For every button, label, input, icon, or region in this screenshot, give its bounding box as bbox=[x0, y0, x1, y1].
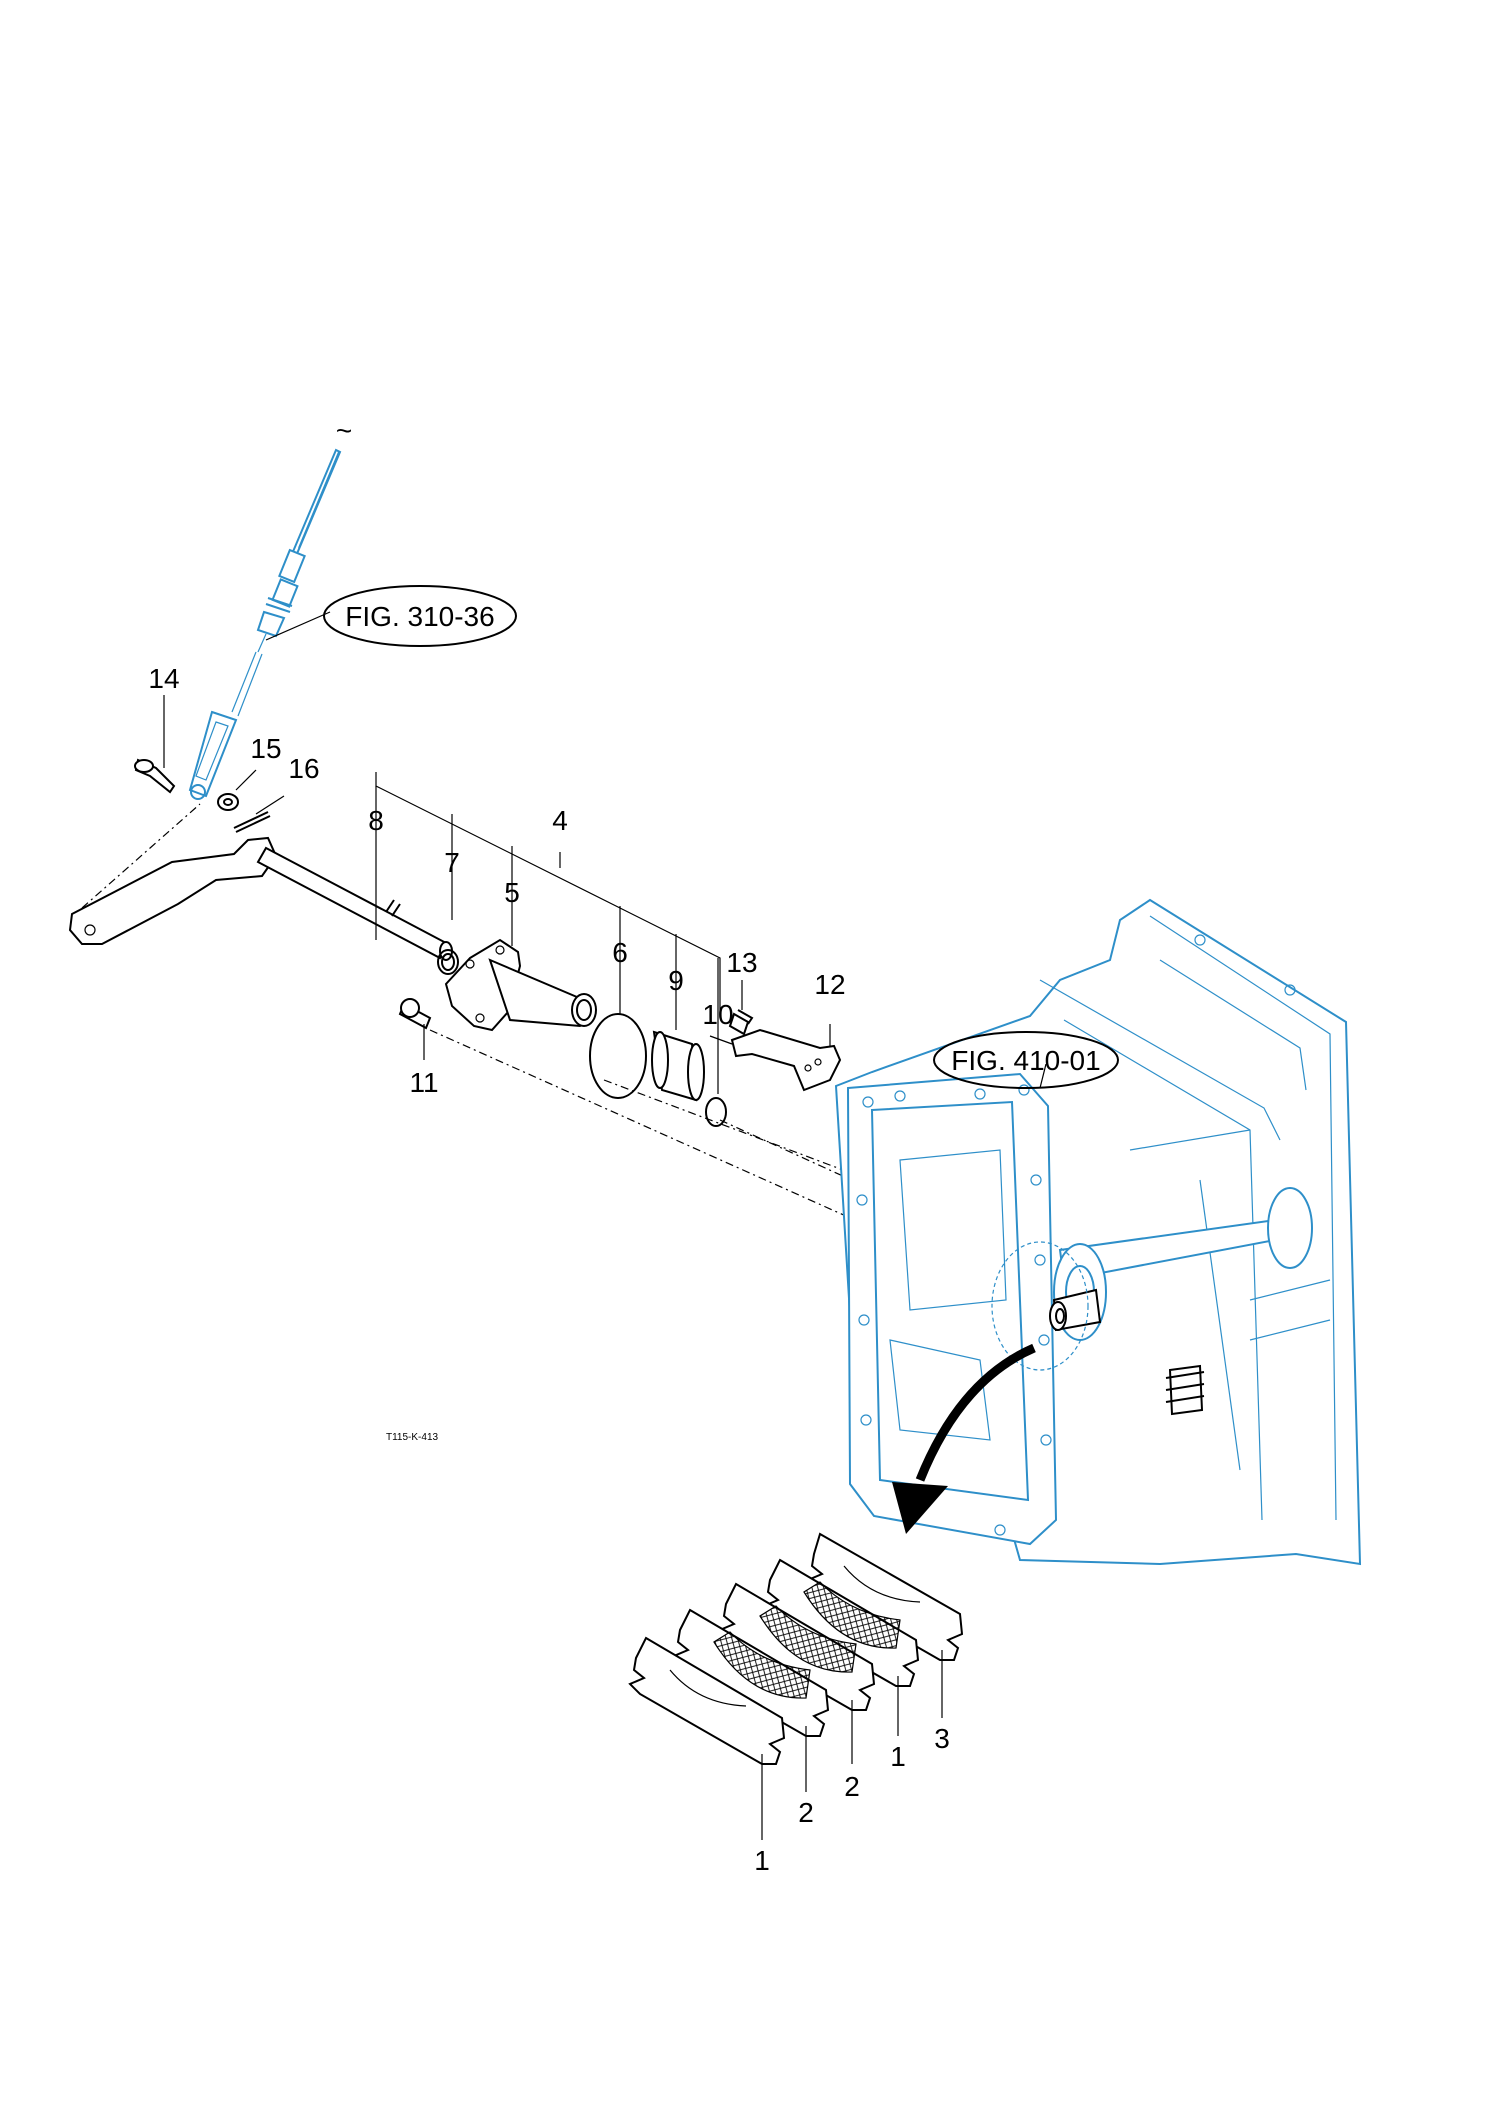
callout-15: 15 bbox=[250, 733, 281, 764]
detail-arrow bbox=[892, 1343, 1036, 1534]
callout-6: 6 bbox=[612, 937, 628, 968]
callout-2-upper: 2 bbox=[844, 1771, 860, 1802]
figure-ref-housing: FIG. 410-01 bbox=[933, 1031, 1119, 1089]
callout-14: 14 bbox=[148, 663, 179, 694]
callout-numbers: 14 15 16 8 4 7 5 6 9 13 10 12 11 3 1 2 2… bbox=[148, 663, 949, 1876]
separator-plate-2-upper bbox=[718, 1582, 876, 1711]
callout-1-lower: 1 bbox=[754, 1845, 770, 1876]
washer-15 bbox=[217, 769, 257, 811]
callout-1-upper: 1 bbox=[890, 1741, 906, 1772]
bearing-housing-5 bbox=[444, 938, 597, 1032]
figure-ref-housing-label: FIG. 410-01 bbox=[951, 1045, 1100, 1076]
callout-10: 10 bbox=[702, 999, 733, 1030]
callout-2-lower: 2 bbox=[798, 1797, 814, 1828]
figure-ref-cable-label: FIG. 310-36 bbox=[345, 601, 494, 632]
snap-ring-10 bbox=[705, 1097, 727, 1127]
o-ring-7 bbox=[437, 949, 459, 975]
clutch-lever bbox=[68, 803, 453, 961]
screw-13 bbox=[728, 1009, 754, 1036]
cable-tilde-glyph: ~ bbox=[336, 415, 352, 446]
callout-8: 8 bbox=[368, 805, 384, 836]
separator-plate-3 bbox=[806, 1532, 964, 1661]
drawing-code: T115-K-413 bbox=[386, 1432, 439, 1443]
pin-14 bbox=[134, 695, 176, 794]
leader-lines bbox=[375, 772, 943, 1840]
bushing-9 bbox=[651, 1030, 705, 1102]
figure-ref-cable: FIG. 310-36 bbox=[265, 585, 517, 647]
transmission-housing bbox=[834, 898, 1362, 1566]
callout-13: 13 bbox=[726, 947, 757, 978]
cotter-pin-16 bbox=[233, 795, 285, 833]
callout-5: 5 bbox=[504, 877, 520, 908]
bracket-12 bbox=[730, 1028, 842, 1092]
callout-3: 3 bbox=[934, 1723, 950, 1754]
o-ring-6 bbox=[589, 1013, 647, 1099]
callout-4: 4 bbox=[552, 805, 568, 836]
callout-16: 16 bbox=[288, 753, 319, 784]
callout-12: 12 bbox=[814, 969, 845, 1000]
bolt-11 bbox=[398, 998, 432, 1060]
friction-disc-1-upper bbox=[762, 1558, 920, 1687]
callout-11: 11 bbox=[409, 1067, 438, 1098]
callout-9: 9 bbox=[668, 965, 684, 996]
callout-7: 7 bbox=[444, 847, 460, 878]
